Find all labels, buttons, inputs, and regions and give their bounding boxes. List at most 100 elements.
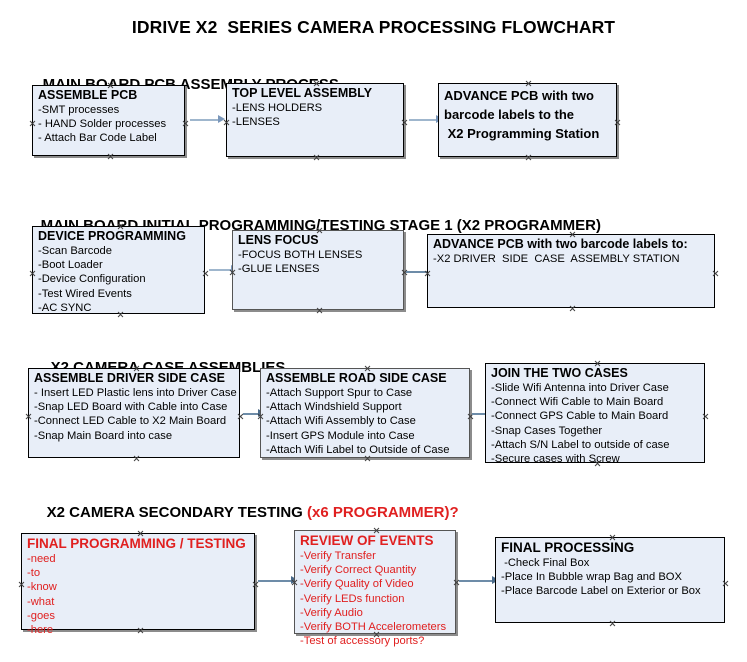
box-review-events-title: REVIEW OF EVENTS — [300, 533, 434, 548]
box-final-prog-line-4: -what — [27, 595, 55, 608]
box-assemble-pcb-line-3: - Attach Bar Code Label — [38, 132, 157, 145]
box-final-prog-line-6: -here — [27, 624, 54, 637]
box-advance-pcb-title-line-1: ADVANCE PCB with two — [444, 88, 594, 103]
box-top-level-assembly-title: TOP LEVEL ASSEMBLY — [232, 86, 373, 100]
box-final-processing-title: FINAL PROCESSING — [501, 540, 635, 555]
resize-handle-right[interactable] — [202, 270, 209, 277]
resize-handle-left[interactable] — [291, 579, 298, 586]
resize-handle-right[interactable] — [453, 579, 460, 586]
box-device-programming-line-2: -Boot Loader — [38, 259, 103, 272]
box-driver-side-line-1: - Insert LED Plastic lens into Driver Ca… — [34, 387, 237, 399]
resize-handle-bottom[interactable] — [107, 153, 114, 160]
section-heading-4-accent: (x6 PROGRAMMER)? — [306, 504, 459, 521]
resize-handle-left[interactable] — [223, 119, 230, 126]
box-road-side-line-4: -Insert GPS Module into Case — [266, 429, 415, 442]
box-lens-focus-line-2: -GLUE LENSES — [238, 263, 320, 276]
box-review-of-events[interactable]: REVIEW OF EVENTS -Verify Transfer -Verif… — [291, 530, 456, 647]
box-driver-side-title: ASSEMBLE DRIVER SIDE CASE — [34, 371, 226, 385]
box-assemble-driver-side-case[interactable]: ASSEMBLE DRIVER SIDE CASE - Insert LED P… — [28, 368, 240, 458]
box-device-programming-line-1: -Scan Barcode — [38, 245, 113, 257]
box-lens-focus[interactable]: LENS FOCUS -FOCUS BOTH LENSES -GLUE LENS… — [232, 230, 404, 310]
box-advance-pcb-title-line-2: barcode labels to the — [444, 107, 575, 122]
box-device-programming-line-3: -Device Configuration — [38, 273, 146, 286]
resize-handle-bottom[interactable] — [609, 620, 616, 627]
resize-handle-right[interactable] — [712, 270, 719, 277]
box-join-cases-line-4: -Snap Cases Together — [491, 424, 603, 437]
box-final-processing-line-2: -Place In Bubble wrap Bag and BOX — [501, 571, 682, 584]
resize-handle-right[interactable] — [401, 269, 408, 276]
resize-handle-left[interactable] — [29, 120, 36, 127]
section-heading-4-text: X2 CAMERA SECONDARY TESTING — [46, 504, 307, 521]
resize-handle-right[interactable] — [722, 580, 729, 587]
box-final-prog-title: FINAL PROGRAMMING / TESTING — [27, 536, 246, 551]
box-review-events-line-4: -Verify LEDs function — [300, 592, 405, 605]
resize-handle-right[interactable] — [614, 119, 621, 126]
box-assemble-pcb-line-2: - HAND Solder processes — [38, 118, 167, 131]
box-road-side-line-2: -Attach Windshield Support — [266, 401, 402, 414]
box-device-programming-line-5: -AC SYNC — [38, 301, 92, 314]
box-top-level-assembly-line-2: -LENSES — [232, 116, 280, 129]
box-device-programming[interactable]: DEVICE PROGRAMMING -Scan Barcode -Boot L… — [32, 226, 205, 314]
box-join-cases-line-3: -Connect GPS Cable to Main Board — [491, 410, 669, 423]
box-driver-side-line-2: -Snap LED Board with Cable into Case — [34, 401, 228, 414]
box-join-cases-line-6: -Secure cases with Screw — [491, 453, 620, 466]
box-final-programming-testing[interactable]: FINAL PROGRAMMING / TESTING -need -to -k… — [18, 533, 255, 636]
resize-handle-left[interactable] — [29, 270, 36, 277]
box-device-programming-title: DEVICE PROGRAMMING — [38, 229, 186, 243]
box-review-events-line-3: -Verify Quality of Video — [300, 578, 414, 591]
resize-handle-right[interactable] — [182, 120, 189, 127]
page-title: IDRIVE X2 SERIES CAMERA PROCESSING FLOWC… — [131, 17, 616, 37]
box-review-events-line-7: -Test of accessory ports? — [300, 635, 425, 648]
box-final-processing-line-1: -Check Final Box — [501, 557, 590, 569]
resize-handle-left[interactable] — [257, 413, 264, 420]
box-assemble-pcb-line-1: -SMT processes — [38, 104, 120, 116]
box-final-prog-line-3: -know — [27, 581, 57, 594]
arrow-4-1 — [258, 576, 298, 585]
box-review-events-line-6: -Verify BOTH Accelerometers — [300, 621, 447, 634]
box-final-prog-line-1: -need — [27, 553, 56, 565]
resize-handle-left[interactable] — [25, 413, 32, 420]
box-top-level-assembly[interactable]: TOP LEVEL ASSEMBLY -LENS HOLDERS -LENSES — [226, 83, 404, 157]
box-advance-pcb-driver-side-station[interactable]: ADVANCE PCB with two barcode labels to: … — [427, 234, 715, 308]
box-lens-focus-title: LENS FOCUS — [238, 233, 319, 247]
resize-handle-left[interactable] — [424, 270, 431, 277]
box-advance-pcb-2-line-1: -X2 DRIVER SIDE CASE ASSEMBLY STATION — [433, 253, 680, 265]
resize-handle-right[interactable] — [401, 119, 408, 126]
resize-handle-bottom[interactable] — [316, 307, 323, 314]
box-advance-pcb-2-title: ADVANCE PCB with two barcode labels to: — [433, 237, 688, 251]
box-lens-focus-line-1: -FOCUS BOTH LENSES — [238, 249, 363, 261]
resize-handle-left[interactable] — [18, 581, 25, 588]
box-assemble-pcb-title: ASSEMBLE PCB — [38, 88, 138, 102]
arrow-4-2 — [459, 576, 499, 585]
box-road-side-line-3: -Attach Wifi Assembly to Case — [266, 415, 416, 428]
resize-handle-right[interactable] — [237, 413, 244, 420]
box-review-events-line-1: -Verify Transfer — [300, 550, 376, 562]
box-road-side-title: ASSEMBLE ROAD SIDE CASE — [266, 371, 447, 385]
resize-handle-right[interactable] — [252, 581, 259, 588]
box-assemble-road-side-case[interactable]: ASSEMBLE ROAD SIDE CASE -Attach Support … — [260, 368, 470, 458]
box-review-events-line-2: -Verify Correct Quantity — [300, 564, 417, 577]
box-final-prog-line-2: -to — [27, 567, 41, 580]
box-road-side-line-5: -Attach Wifi Label to Outside of Case — [266, 443, 450, 456]
section-heading-4: X2 CAMERA SECONDARY TESTING (x6 PROGRAMM… — [30, 487, 459, 538]
box-device-programming-line-4: -Test Wired Events — [38, 287, 132, 300]
resize-handle-bottom[interactable] — [133, 455, 140, 462]
resize-handle-right[interactable] — [467, 413, 474, 420]
resize-handle-bottom[interactable] — [569, 305, 576, 312]
box-final-processing[interactable]: FINAL PROCESSING -Check Final Box -Place… — [495, 537, 725, 623]
resize-handle-bottom[interactable] — [525, 154, 532, 161]
resize-handle-left[interactable] — [229, 269, 236, 276]
box-advance-pcb-programming-station[interactable]: ADVANCE PCB with two barcode labels to t… — [438, 83, 617, 157]
box-review-events-line-5: -Verify Audio — [300, 606, 363, 619]
resize-handle-right[interactable] — [702, 413, 709, 420]
resize-handle-bottom[interactable] — [313, 154, 320, 161]
box-join-cases-title: JOIN THE TWO CASES — [491, 366, 628, 380]
box-join-the-two-cases[interactable]: JOIN THE TWO CASES -Slide Wifi Antenna i… — [485, 363, 705, 466]
box-driver-side-line-3: -Connect LED Cable to X2 Main Board — [34, 415, 227, 428]
box-join-cases-line-1: -Slide Wifi Antenna into Driver Case — [491, 382, 669, 394]
box-join-cases-line-5: -Attach S/N Label to outside of case — [491, 438, 670, 451]
box-assemble-pcb[interactable]: ASSEMBLE PCB -SMT processes - HAND Solde… — [32, 85, 185, 156]
box-advance-pcb-title-line-3: X2 Programming Station — [444, 126, 600, 141]
box-join-cases-line-2: -Connect Wifi Cable to Main Board — [491, 396, 664, 409]
